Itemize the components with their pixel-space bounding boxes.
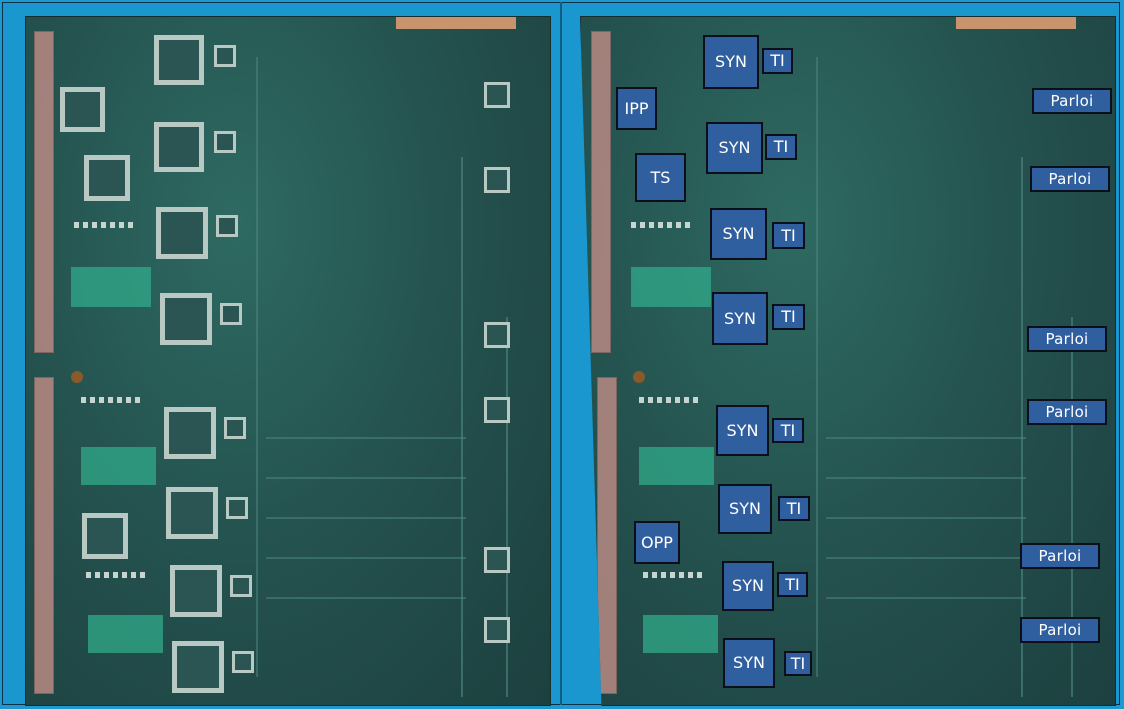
trace: [826, 477, 1026, 479]
label-ti-3: TI: [772, 222, 805, 249]
connector: [484, 547, 510, 573]
chip-5b: [224, 417, 246, 439]
pin-row: [639, 397, 699, 403]
mounting-hole: [633, 371, 645, 383]
chip-ts: [84, 155, 130, 201]
panel-divider: [560, 2, 562, 705]
label-ts: TS: [635, 153, 686, 202]
label-ti-5: TI: [772, 418, 804, 443]
green-patch-3: [643, 615, 718, 653]
connector: [484, 167, 510, 193]
chip-1: [154, 35, 204, 85]
green-patch-3: [88, 615, 163, 653]
label-syn-8: SYN: [723, 638, 775, 688]
pin-row: [86, 572, 146, 578]
chip-7b: [230, 575, 252, 597]
label-ti-7: TI: [777, 572, 808, 597]
chip-3b: [216, 215, 238, 237]
chip-6b: [226, 497, 248, 519]
trace: [1021, 157, 1023, 697]
label-syn-5: SYN: [716, 405, 769, 456]
label-syn-4: SYN: [712, 292, 768, 345]
trace: [826, 437, 1026, 439]
connector: [484, 397, 510, 423]
label-syn-3: SYN: [710, 208, 767, 260]
label-syn-1: SYN: [703, 35, 759, 89]
copper-tab: [956, 17, 1076, 29]
green-patch-2: [81, 447, 156, 485]
trace: [816, 57, 818, 677]
label-ti-1: TI: [762, 48, 793, 74]
chip-ipp: [60, 87, 105, 132]
label-opp: OPP: [634, 521, 680, 564]
pin-row: [643, 572, 703, 578]
label-ti-8: TI: [784, 651, 812, 676]
green-patch-1: [71, 267, 151, 307]
left-board-photo: [25, 16, 551, 706]
label-syn-2: SYN: [706, 122, 763, 174]
label-syn-6: SYN: [718, 484, 772, 534]
label-ti-2: TI: [765, 134, 797, 160]
label-parloi-1: Parloi: [1032, 88, 1112, 114]
label-ti-6: TI: [778, 496, 810, 521]
trace: [826, 557, 1026, 559]
edge-connector-top: [591, 31, 611, 353]
connector: [484, 82, 510, 108]
label-parloi-2: Parloi: [1030, 166, 1110, 192]
chip-3: [156, 207, 208, 259]
chip-2: [154, 122, 204, 172]
mounting-hole: [71, 371, 83, 383]
chip-4: [160, 293, 212, 345]
pin-row: [81, 397, 141, 403]
green-patch-2: [639, 447, 714, 485]
label-parloi-6: Parloi: [1020, 617, 1100, 643]
chip-1b: [214, 45, 236, 67]
trace: [506, 317, 508, 697]
connector: [484, 617, 510, 643]
edge-connector-bottom: [597, 377, 617, 694]
trace: [826, 517, 1026, 519]
edge-connector-top: [34, 31, 54, 353]
trace: [461, 157, 463, 697]
connector: [484, 322, 510, 348]
chip-8b: [232, 651, 254, 673]
right-board-photo: [580, 16, 1116, 706]
label-parloi-5: Parloi: [1020, 543, 1100, 569]
chip-7: [170, 565, 222, 617]
label-syn-7: SYN: [722, 561, 774, 611]
edge-connector-bottom: [34, 377, 54, 694]
trace: [266, 517, 466, 519]
trace: [1071, 317, 1073, 697]
label-parloi-4: Parloi: [1027, 399, 1107, 425]
trace: [266, 597, 466, 599]
chip-opp: [82, 513, 128, 559]
label-ti-4: TI: [772, 304, 805, 330]
label-ipp: IPP: [616, 87, 657, 130]
trace: [266, 437, 466, 439]
green-patch-1: [631, 267, 711, 307]
pin-row: [631, 222, 691, 228]
chip-5: [164, 407, 216, 459]
trace: [266, 477, 466, 479]
copper-tab: [396, 17, 516, 29]
pin-row: [74, 222, 134, 228]
chip-2b: [214, 131, 236, 153]
chip-4b: [220, 303, 242, 325]
trace: [266, 557, 466, 559]
chip-6: [166, 487, 218, 539]
label-parloi-3: Parloi: [1027, 326, 1107, 352]
trace: [256, 57, 258, 677]
trace: [826, 597, 1026, 599]
chip-8: [172, 641, 224, 693]
